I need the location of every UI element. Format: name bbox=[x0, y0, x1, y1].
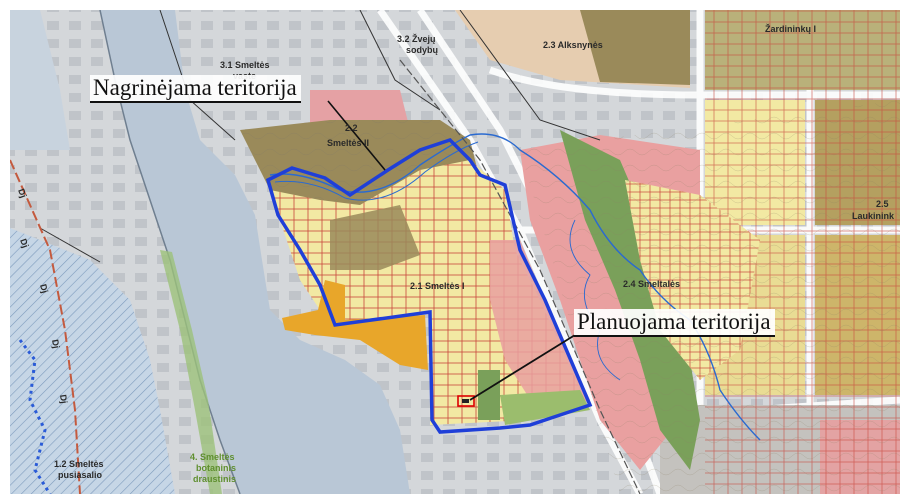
planned-area-marker bbox=[457, 395, 475, 407]
zone-smeltes-i-brown bbox=[330, 205, 420, 270]
zone-northeast-brown bbox=[580, 10, 690, 85]
boundary-line-dj bbox=[10, 159, 81, 494]
zone-label-z25-name: Laukinink bbox=[852, 211, 895, 221]
stream-line bbox=[269, 133, 761, 441]
line-mark-dj-b: Dj bbox=[18, 237, 30, 249]
zone-label-z32-a: 3.2 Žvejų bbox=[397, 33, 436, 44]
planned-area-leader bbox=[469, 334, 576, 401]
line-mark-dj-c: Dj bbox=[38, 283, 50, 294]
stream-east-contour bbox=[569, 219, 621, 381]
zone-label-z22-name: Smeltės II bbox=[327, 138, 369, 148]
zone-label-z23: 2.3 Alksnynės bbox=[543, 40, 603, 50]
study-area-boundary bbox=[265, 137, 593, 434]
zone-port-orange bbox=[282, 280, 428, 370]
line-mark-dj-d: Dj bbox=[50, 339, 61, 350]
zone-east-contours bbox=[520, 100, 900, 494]
zone-label-z4-a: 4. Smeltės bbox=[190, 452, 235, 462]
railway bbox=[399, 59, 641, 494]
zone-smeltes-i-southgreen bbox=[500, 390, 590, 425]
zone-label-z32-b: sodybų bbox=[406, 45, 438, 55]
zone-label-z4-b: botaninis bbox=[196, 463, 236, 473]
water-channel bbox=[100, 10, 410, 494]
zone-label-z24: 2.4 Smeltalės bbox=[623, 279, 680, 289]
zone-label-z12-a: 1.2 Smeltės bbox=[54, 459, 104, 469]
planned-area-callout: Planuojama teritorija bbox=[574, 309, 775, 337]
study-area-leader bbox=[327, 100, 386, 171]
zone-label-z12-b: pusiasalio bbox=[58, 470, 103, 480]
zone-label-z22-num: 2.2 bbox=[345, 123, 358, 133]
zone-label-z4-c: draustinis bbox=[193, 474, 236, 484]
zone-smeltes-i-green bbox=[478, 370, 500, 420]
hatched-water-zone bbox=[10, 228, 175, 494]
hatched-water-zone-north bbox=[10, 10, 70, 150]
botanical-reserve-strip bbox=[160, 250, 222, 494]
zone-label-z21: 2.1 Smeltės I bbox=[410, 281, 465, 291]
planned-area-fill bbox=[462, 399, 469, 403]
study-area-callout: Nagrinėjama teritorija bbox=[90, 75, 301, 103]
zone-label-z25-num: 2.5 bbox=[876, 199, 889, 209]
zone-label-z27: Žardininkų I bbox=[765, 23, 816, 34]
stream-line-2 bbox=[274, 141, 479, 201]
zone-label-z31-a: 3.1 Smeltės bbox=[220, 60, 270, 70]
line-mark-dj-a: Dj bbox=[16, 187, 28, 199]
line-mark-dj-e: Dj bbox=[58, 394, 69, 404]
